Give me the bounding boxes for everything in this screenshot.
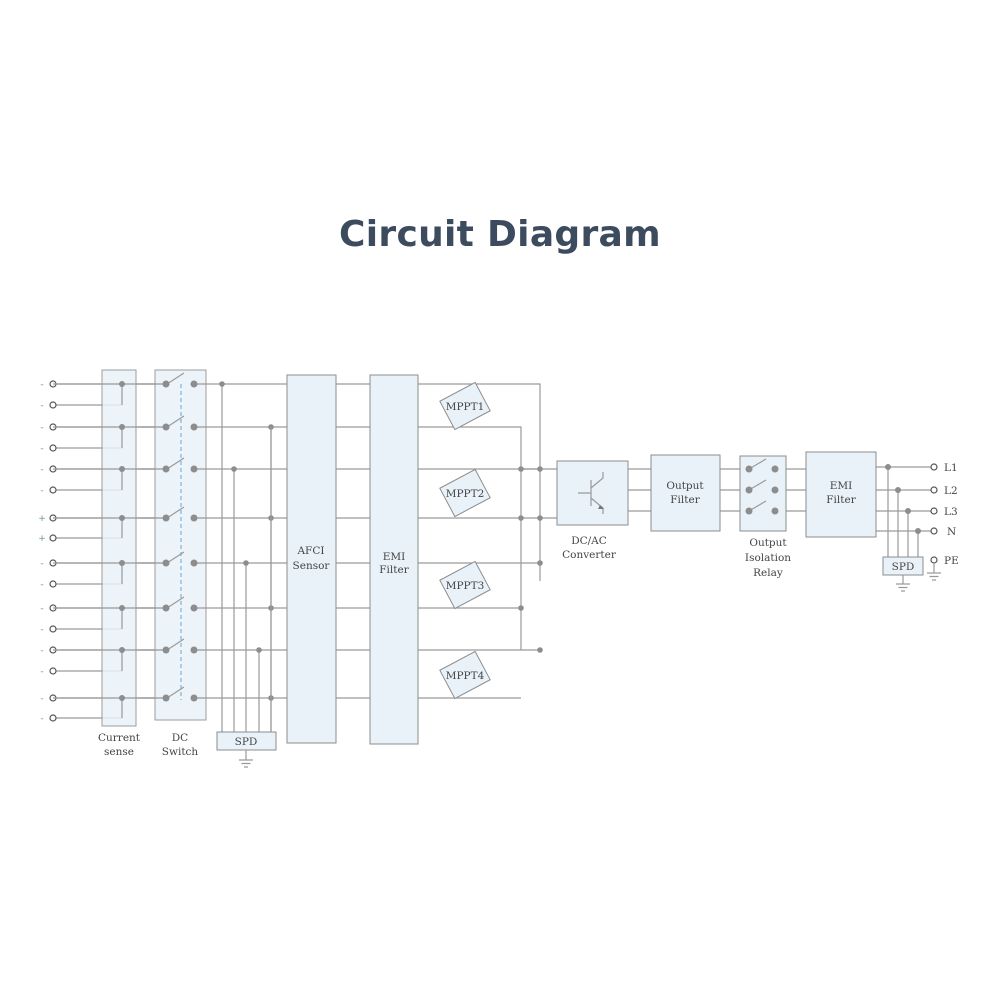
output-isolation-relay-label: Output: [749, 537, 787, 549]
output-label-l2: L2: [944, 485, 958, 497]
polarity-mark: +: [38, 534, 46, 544]
output-spd-block: SPD: [882, 464, 924, 592]
mppt-4-block: [439, 650, 491, 700]
ground-icon: [239, 750, 253, 768]
polarity-mark: -: [40, 694, 43, 704]
input-spd-label: SPD: [235, 736, 258, 748]
polarity-mark: -: [40, 580, 43, 590]
mppt-3-label: MPPT3: [446, 580, 485, 592]
output-label-pe: PE: [944, 555, 959, 567]
polarity-mark: -: [40, 465, 43, 475]
emi-filter-output-block: EMI Filter: [805, 451, 877, 538]
afci-sensor-block: AFCI Sensor: [286, 374, 337, 744]
dcac-converter-block: DC/AC Converter: [556, 460, 629, 561]
bus-junctions: [518, 466, 543, 653]
input-terminals: [49, 380, 57, 722]
polarity-mark: +: [38, 514, 46, 524]
transistor-icon: [578, 472, 604, 514]
polarity-mark: -: [40, 646, 43, 656]
polarity-mark: -: [40, 486, 43, 496]
polarity-mark: -: [40, 401, 43, 411]
afci-sensor-label: Sensor: [293, 560, 331, 572]
dcac-converter-label: Converter: [562, 549, 617, 561]
emi-filter-output-label: Filter: [826, 494, 856, 506]
mppt-1-label: MPPT1: [446, 401, 485, 413]
dc-switch-label: Switch: [162, 746, 199, 758]
output-isolation-relay-label: Isolation: [745, 552, 791, 564]
output-filter-label: Filter: [670, 494, 700, 506]
emi-filter-output-label: EMI: [830, 480, 853, 492]
mppt-blocks: MPPT1 MPPT2 MPPT3 MPPT4: [439, 381, 491, 700]
afci-sensor-label: AFCI: [296, 545, 324, 557]
current-sense-block: Current sense: [53, 369, 166, 758]
polarity-mark: -: [40, 380, 43, 390]
ground-icon: [927, 563, 941, 581]
emi-filter-input-label: Filter: [379, 564, 409, 576]
polarity-mark: -: [40, 714, 43, 724]
mppt-1-block: [439, 381, 491, 431]
page-title: Circuit Diagram: [339, 214, 661, 255]
ground-icon: [896, 575, 910, 592]
output-label-l1: L1: [944, 462, 958, 474]
mppt-2-block: [439, 468, 491, 518]
dc-switch-block: DC Switch: [140, 369, 207, 758]
output-filter-block: Output Filter: [650, 454, 721, 532]
polarity-mark: -: [40, 667, 43, 677]
output-label-l3: L3: [944, 506, 958, 518]
output-spd-label: SPD: [892, 561, 915, 573]
output-terminals: L1 L2 L3 N PE: [927, 462, 959, 581]
output-isolation-relay-block: Output Isolation Relay: [739, 455, 791, 579]
output-isolation-relay-label: Relay: [753, 567, 783, 579]
output-filter-label: Output: [666, 480, 704, 492]
mppt-4-label: MPPT4: [446, 670, 485, 682]
mppt-2-label: MPPT2: [446, 488, 485, 500]
current-sense-label: sense: [104, 746, 134, 758]
polarity-mark: -: [40, 444, 43, 454]
polarity-mark: -: [40, 625, 43, 635]
polarity-mark: -: [40, 559, 43, 569]
mppt-3-block: [439, 560, 491, 610]
dcac-converter-label: DC/AC: [571, 535, 607, 547]
emi-filter-input-label: EMI: [383, 551, 406, 563]
output-label-n: N: [947, 526, 956, 538]
polarity-marks: - - - - - - + + - - - - - - - -: [38, 380, 46, 724]
input-spd-block: SPD: [216, 381, 277, 768]
polarity-mark: -: [40, 423, 43, 433]
emi-filter-input-block: EMI Filter: [369, 374, 419, 745]
polarity-mark: -: [40, 604, 43, 614]
current-sense-label: Current: [98, 732, 141, 744]
dc-switch-label: DC: [172, 732, 188, 744]
